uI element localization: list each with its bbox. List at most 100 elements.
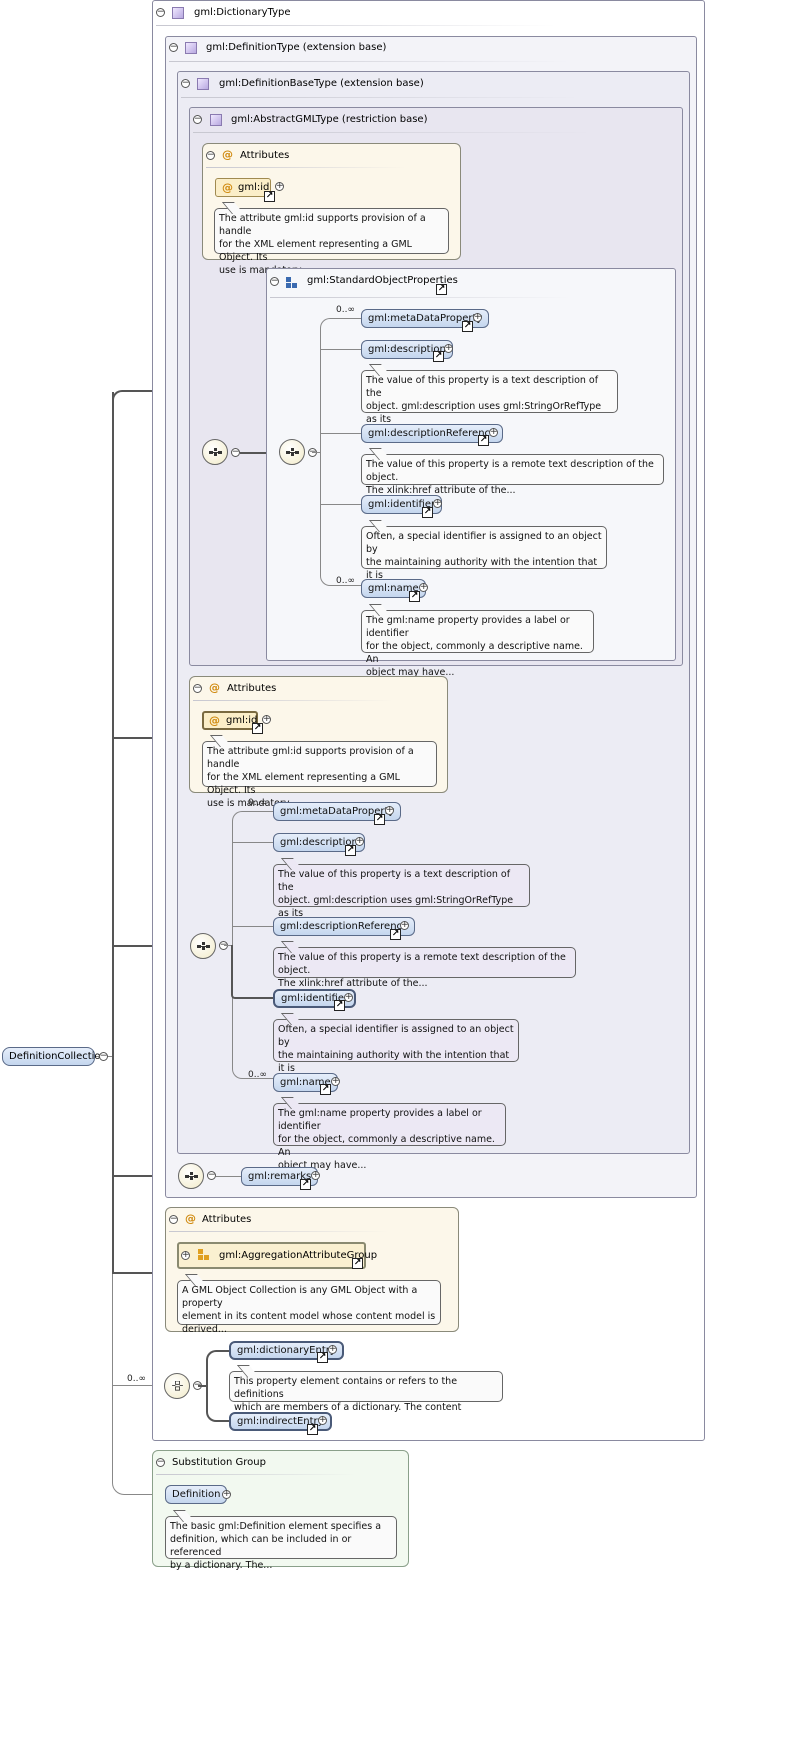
plus-icon[interactable]: +	[473, 312, 482, 322]
plus-icon[interactable]: +	[355, 836, 364, 846]
arrow-link-icon[interactable]: ↗	[433, 351, 444, 362]
dictionary-type-collapse-icon[interactable]: −	[156, 7, 165, 17]
definition-doc: The basic gml:Definition element specifi…	[165, 1516, 397, 1571]
plus-icon[interactable]: +	[344, 992, 353, 1002]
plus-icon[interactable]: +	[222, 1489, 231, 1499]
plus-icon[interactable]: +	[433, 498, 442, 508]
arrow-link-icon[interactable]: ↗	[390, 929, 401, 940]
definition-base-type-title: gml:DefinitionBaseType (extension base)	[219, 78, 424, 89]
cardinality-label: 0..∞	[336, 305, 355, 315]
sequence-collapse-icon[interactable]: −	[207, 1170, 216, 1180]
type-icon	[185, 42, 197, 54]
sequence-icon[interactable]	[190, 933, 216, 959]
description-doc: The value of this property is a text des…	[273, 864, 530, 932]
arrow-link-icon[interactable]: ↗	[478, 435, 489, 446]
sequence-icon[interactable]	[202, 439, 228, 465]
plus-icon[interactable]: +	[318, 1415, 327, 1425]
group-icon	[286, 277, 298, 289]
plus-icon[interactable]: +	[385, 805, 394, 815]
element-meta-data-property[interactable]: gml:metaDataProperty	[273, 802, 402, 821]
description-reference-doc: The value of this property is a remote t…	[361, 454, 664, 496]
abstract-gml-type-collapse-icon[interactable]: −	[193, 114, 202, 124]
at-icon: @	[222, 148, 233, 161]
attributes-collapse-icon[interactable]: −	[169, 1214, 178, 1224]
plus-icon[interactable]: +	[331, 1076, 340, 1086]
plus-icon[interactable]: +	[328, 1344, 337, 1354]
at-icon: @	[209, 714, 220, 727]
type-icon	[172, 7, 184, 19]
dictionary-entry-doc: This property element contains or refers…	[229, 1371, 503, 1426]
at-icon: @	[222, 181, 233, 194]
attributes-collapse-icon[interactable]: −	[206, 150, 215, 160]
attributes-title: Attributes	[227, 683, 277, 694]
sequence-icon[interactable]	[178, 1163, 204, 1189]
element-definition[interactable]: Definition	[165, 1485, 228, 1504]
plus-icon[interactable]: +	[181, 1250, 190, 1260]
root-collapse-icon[interactable]: −	[99, 1051, 108, 1061]
type-icon	[210, 114, 222, 126]
conn-attributes3	[112, 1272, 166, 1274]
aggregation-doc: A GML Object Collection is any GML Objec…	[177, 1280, 441, 1335]
attribute-gml-id[interactable]: gml:id	[215, 178, 271, 197]
arrow-link-icon[interactable]: ↗	[334, 1000, 345, 1011]
root-trunk	[112, 392, 114, 1274]
group-icon	[198, 1249, 210, 1261]
description-reference-doc: The value of this property is a remote t…	[273, 947, 576, 989]
arrow-link-icon[interactable]: ↗	[436, 284, 447, 295]
plus-icon[interactable]: +	[444, 343, 453, 353]
arrow-link-icon[interactable]: ↗	[409, 591, 420, 602]
cardinality-label: 0..∞	[248, 1070, 267, 1080]
attribute-gml-id[interactable]: gml:id	[202, 711, 258, 730]
name-doc: The gml:name property provides a label o…	[273, 1103, 506, 1171]
cardinality-label: 0..∞	[248, 798, 267, 808]
arrow-link-icon[interactable]: ↗	[264, 191, 275, 202]
cardinality-label: 0..∞	[127, 1374, 146, 1384]
type-icon	[197, 78, 209, 90]
plus-icon[interactable]: +	[419, 582, 428, 592]
sop-collapse-icon[interactable]: −	[270, 276, 279, 286]
element-description-reference[interactable]: gml:descriptionReference	[361, 424, 504, 443]
arrow-link-icon[interactable]: ↗	[345, 845, 356, 856]
attributes-title: Attributes	[240, 150, 290, 161]
arrow-link-icon[interactable]: ↗	[462, 321, 473, 332]
conn-seq2	[112, 945, 190, 947]
conn-attributes2	[112, 737, 190, 739]
identifier-doc: Often, a special identifier is assigned …	[361, 526, 607, 594]
element-indirect-entry[interactable]: gml:indirectEntry	[229, 1412, 332, 1431]
plus-icon[interactable]: +	[400, 920, 409, 930]
root-element[interactable]: DefinitionCollection	[2, 1047, 107, 1066]
plus-icon[interactable]: +	[311, 1170, 320, 1180]
plus-icon[interactable]: +	[262, 714, 271, 724]
at-icon: @	[185, 1212, 196, 1225]
arrow-link-icon[interactable]: ↗	[320, 1084, 331, 1095]
definition-type-collapse-icon[interactable]: −	[169, 42, 178, 52]
arrow-link-icon[interactable]: ↗	[307, 1424, 318, 1435]
sequence-icon[interactable]	[279, 439, 305, 465]
element-dictionary-entry[interactable]: gml:dictionaryEntry	[229, 1341, 344, 1360]
arrow-link-icon[interactable]: ↗	[300, 1179, 311, 1190]
element-description-reference[interactable]: gml:descriptionReference	[273, 917, 416, 936]
element-description[interactable]: gml:description	[273, 833, 365, 852]
sop-title: gml:StandardObjectProperties	[307, 275, 458, 286]
arrow-link-icon[interactable]: ↗	[352, 1258, 363, 1269]
element-meta-data-property[interactable]: gml:metaDataProperty	[361, 309, 490, 328]
substitution-collapse-icon[interactable]: −	[156, 1457, 165, 1467]
cardinality-label: 0..∞	[336, 576, 355, 586]
root-trunk-top-curve	[112, 390, 124, 402]
attributes-title: Attributes	[202, 1214, 252, 1225]
sequence-collapse-icon[interactable]: −	[231, 447, 240, 457]
attribute-id-doc: The attribute gml:id supports provision …	[214, 208, 449, 276]
attributes-collapse-icon[interactable]: −	[193, 683, 202, 693]
choice-icon[interactable]	[164, 1373, 190, 1399]
arrow-link-icon[interactable]: ↗	[374, 814, 385, 825]
plus-icon[interactable]: +	[489, 427, 498, 437]
name-doc: The gml:name property provides a label o…	[361, 610, 594, 678]
plus-icon[interactable]: +	[275, 181, 284, 191]
arrow-link-icon[interactable]: ↗	[422, 507, 433, 518]
arrow-link-icon[interactable]: ↗	[252, 723, 263, 734]
attribute-id-doc: The attribute gml:id supports provision …	[202, 741, 437, 809]
definition-base-type-collapse-icon[interactable]: −	[181, 78, 190, 88]
abstract-gml-type-title: gml:AbstractGMLType (restriction base)	[231, 114, 428, 125]
arrow-link-icon[interactable]: ↗	[317, 1352, 328, 1363]
dictionary-type-title: gml:DictionaryType	[194, 7, 291, 18]
